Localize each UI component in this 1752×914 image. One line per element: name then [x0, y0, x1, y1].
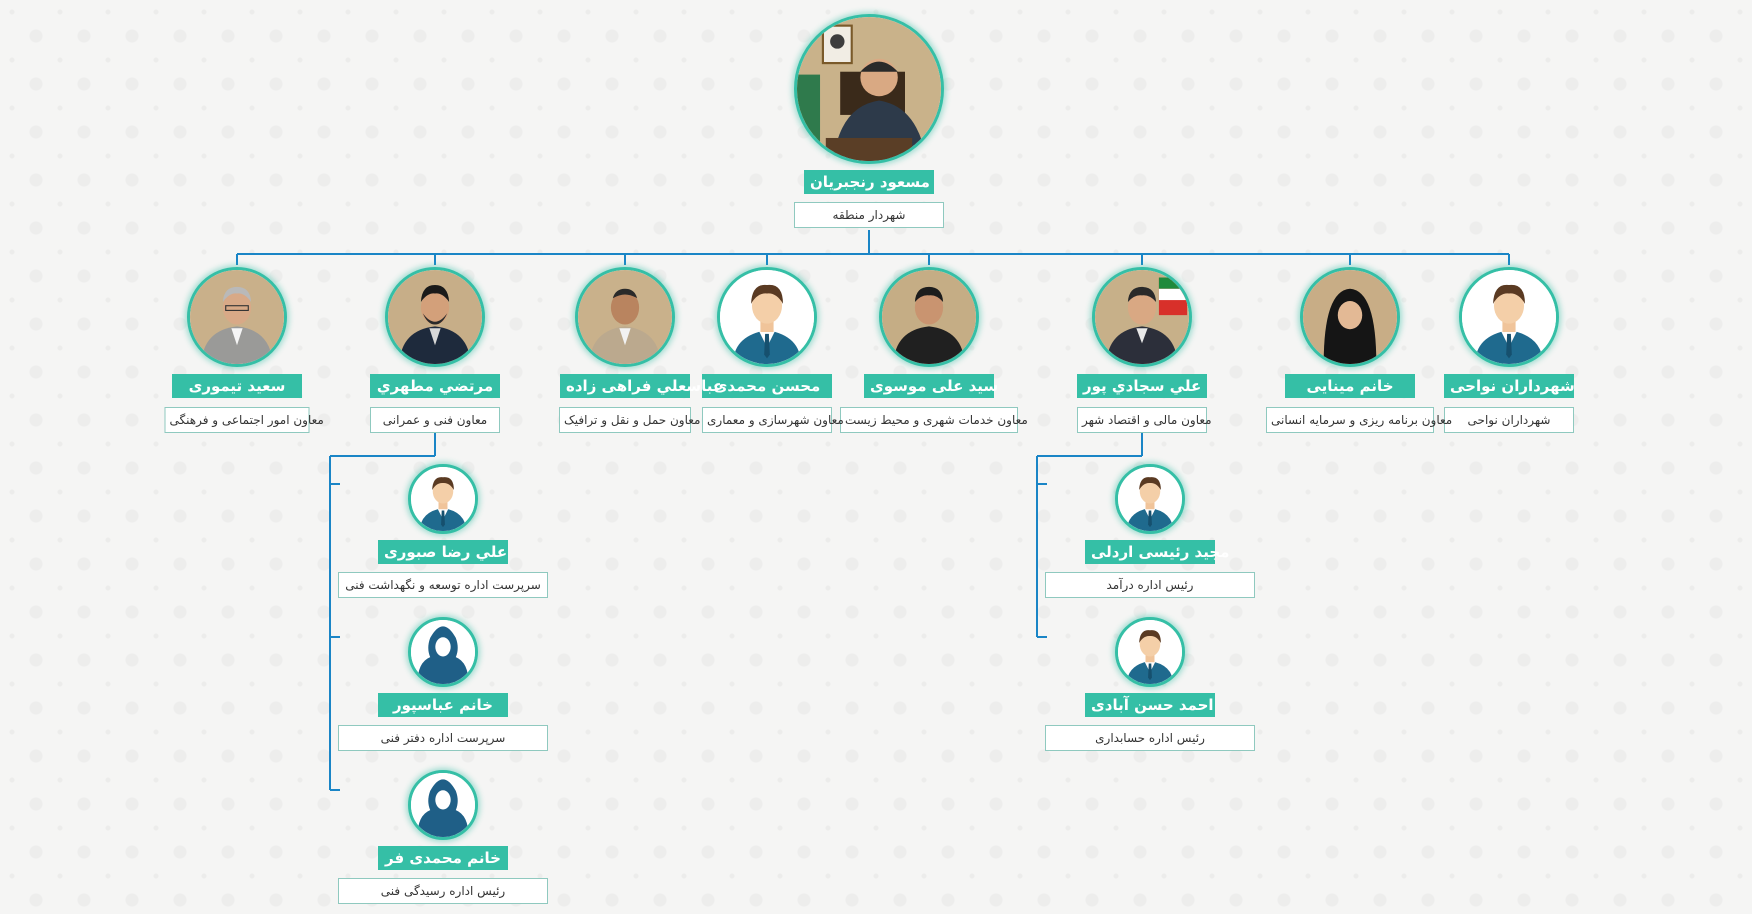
staff-name: علي رضا صبوری	[378, 540, 508, 564]
staff-name: خانم محمدی فر	[378, 846, 508, 870]
deputy-name: خانم مینایی	[1285, 374, 1415, 398]
staff-title: سرپرست اداره توسعه و نگهداشت فنی	[338, 572, 548, 598]
staff-title: رئیس اداره حسابداری	[1045, 725, 1255, 751]
deputy-title: معاون خدمات شهری و محیط زیست	[840, 407, 1028, 433]
deputy-node[interactable]: عباسعلي فراهی زاده معاون حمل و نقل و ترا…	[515, 267, 735, 437]
female-avatar-icon	[408, 617, 478, 687]
deputy-title: معاون شهرسازی و معماری	[702, 407, 844, 433]
male-avatar-icon	[1115, 617, 1185, 687]
staff-title: رئیس اداره درآمد	[1045, 572, 1255, 598]
finance-staff-node[interactable]: مجید رئیسی اردلی رئیس اداره درآمد	[1040, 464, 1260, 600]
staff-name: احمد حسن آبادی	[1085, 693, 1215, 717]
head-title: شهردار منطقه	[794, 202, 944, 228]
portrait-photo	[1300, 267, 1400, 367]
deputy-name: محسن محمدی	[702, 374, 832, 398]
staff-name: مجید رئیسی اردلی	[1085, 540, 1229, 564]
deputy-title: معاون فنی و عمرانی	[370, 407, 500, 433]
deputy-name: علي سجادي پور	[1077, 374, 1207, 398]
head-name: مسعود رنجبريان	[804, 170, 934, 194]
deputy-name: سید علی موسوی	[864, 374, 998, 398]
portrait-photo	[575, 267, 675, 367]
deputy-name: عباسعلي فراهی زاده	[560, 374, 723, 398]
deputy-node[interactable]: خانم مینایی معاون برنامه ریزی و سرمایه ا…	[1240, 267, 1460, 437]
deputy-title: شهرداران نواحی	[1444, 407, 1574, 433]
head-node[interactable]: مسعود رنجبريان شهردار منطقه	[759, 14, 979, 232]
staff-title: سرپرست اداره دفتر فنی	[338, 725, 548, 751]
male-avatar-icon	[1115, 464, 1185, 534]
female-avatar-icon	[408, 770, 478, 840]
male-avatar-icon	[408, 464, 478, 534]
deputy-name: سعید تیموری	[172, 374, 302, 398]
deputy-name: شهرداران نواحی	[1444, 374, 1575, 398]
deputy-node[interactable]: مرتضي مطهري معاون فنی و عمرانی	[325, 267, 545, 437]
technical-staff-node[interactable]: خانم محمدی فر رئیس اداره رسیدگی فنی	[333, 770, 553, 906]
deputy-node[interactable]: علي سجادي پور معاون مالی و اقتصاد شهر	[1032, 267, 1252, 437]
portrait-photo	[794, 14, 944, 164]
portrait-photo	[385, 267, 485, 367]
deputy-node[interactable]: سید علی موسوی معاون خدمات شهری و محیط زی…	[819, 267, 1039, 437]
deputy-node[interactable]: شهرداران نواحی شهرداران نواحی	[1399, 267, 1619, 437]
portrait-photo	[187, 267, 287, 367]
male-avatar-icon	[1459, 267, 1559, 367]
deputy-node[interactable]: محسن محمدی معاون شهرسازی و معماری	[657, 267, 877, 437]
staff-title: رئیس اداره رسیدگی فنی	[338, 878, 548, 904]
deputy-title: معاون امور اجتماعی و فرهنگی	[164, 407, 324, 433]
deputy-title: معاون برنامه ریزی و سرمایه انسانی	[1266, 407, 1452, 433]
finance-staff-node[interactable]: احمد حسن آبادی رئیس اداره حسابداری	[1040, 617, 1260, 753]
deputy-node[interactable]: سعید تیموری معاون امور اجتماعی و فرهنگی	[127, 267, 347, 437]
portrait-photo	[879, 267, 979, 367]
technical-staff-node[interactable]: علي رضا صبوری سرپرست اداره توسعه و نگهدا…	[333, 464, 553, 600]
staff-name: خانم عباسپور	[378, 693, 508, 717]
deputy-name: مرتضي مطهري	[370, 374, 500, 398]
portrait-photo	[1092, 267, 1192, 367]
deputy-title: معاون مالی و اقتصاد شهر	[1077, 407, 1212, 433]
technical-staff-node[interactable]: خانم عباسپور سرپرست اداره دفتر فنی	[333, 617, 553, 753]
male-avatar-icon	[717, 267, 817, 367]
deputy-title: معاون حمل و نقل و ترافیک	[559, 407, 700, 433]
